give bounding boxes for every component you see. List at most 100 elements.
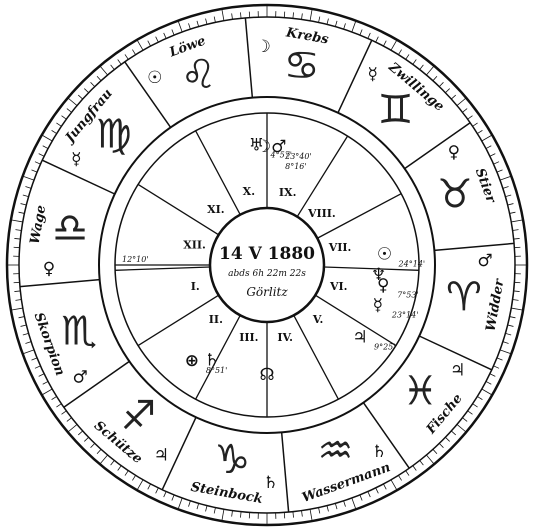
- degree-tick: [473, 123, 478, 126]
- sign-name: Widder: [484, 277, 508, 333]
- degree-tick: [327, 506, 328, 512]
- degree-tick: [156, 37, 159, 42]
- degree-tick: [68, 424, 77, 432]
- degree-tick: [232, 13, 233, 19]
- degree-tick: [68, 98, 77, 106]
- degree-tick: [125, 471, 128, 476]
- node-icon: ☊: [259, 365, 274, 385]
- sign-wassermann: Wassermann♒♄: [300, 428, 392, 506]
- degree-tick: [11, 220, 23, 222]
- degree-tick: [164, 33, 166, 38]
- degree-tick: [23, 350, 34, 354]
- house-number: X.: [243, 185, 255, 198]
- sign-picture-icon: ♐: [121, 393, 157, 439]
- degree-tick: [178, 21, 182, 32]
- degree-tick: [486, 146, 491, 149]
- degree-tick: [222, 509, 224, 521]
- ruler-glyph-icon: ☿: [71, 149, 81, 169]
- degree-tick: [100, 455, 108, 464]
- sign-divider: [245, 18, 252, 98]
- sign-picture-icon: ♑: [214, 437, 250, 483]
- ruler-glyph-icon: ♄: [263, 473, 278, 493]
- degree-tick: [56, 123, 61, 126]
- sign-picture-icon: ♏: [61, 308, 97, 354]
- degree-tick: [164, 492, 166, 497]
- degree-tick: [25, 342, 31, 344]
- sign-divider: [20, 280, 100, 287]
- degree-tick: [508, 204, 514, 205]
- degree-tick: [368, 33, 370, 38]
- degree-tick: [214, 17, 215, 23]
- degree-tick: [206, 19, 207, 25]
- degree-tick: [222, 9, 224, 21]
- degree-tick: [132, 475, 135, 480]
- planet-degree-note: 7°53': [397, 290, 418, 299]
- sign-zwillinge: Zwillinge♊☿: [367, 59, 446, 133]
- degree-tick: [52, 396, 57, 399]
- neptune-icon: ♆: [371, 265, 386, 285]
- degree-tick: [426, 66, 434, 75]
- house-number: III.: [239, 331, 258, 344]
- degree-tick: [462, 418, 467, 422]
- degree-tick: [43, 381, 48, 384]
- degree-tick: [368, 492, 370, 497]
- planet-neptune: ♆: [371, 265, 386, 285]
- sign-picture-icon: ♉: [437, 172, 473, 218]
- sign-name: Wage: [28, 204, 50, 245]
- degree-tick: [310, 9, 312, 21]
- degree-tick: [97, 76, 101, 80]
- degree-tick: [62, 116, 67, 120]
- house-cusp-line: [297, 136, 347, 217]
- degree-tick: [473, 404, 478, 407]
- house-cusp-line: [115, 267, 210, 270]
- sign-jungfrau: Jungfrau♍☿: [61, 86, 132, 169]
- degree-tick: [156, 488, 159, 493]
- degree-tick: [468, 411, 473, 415]
- degree-tick: [39, 154, 44, 157]
- sign-divider: [405, 123, 471, 169]
- degree-tick: [189, 23, 191, 29]
- degree-tick: [468, 116, 473, 120]
- sign-picture-icon: ♓: [402, 369, 438, 415]
- sign-steinbock: Steinbock♑♄: [190, 437, 279, 507]
- degree-tick: [462, 109, 467, 113]
- planet-node: ☊: [259, 365, 274, 385]
- degree-tick: [39, 374, 44, 377]
- degree-tick: [426, 455, 434, 464]
- degree-tick: [111, 65, 115, 70]
- degree-tick: [14, 238, 20, 239]
- degree-tick: [111, 460, 115, 465]
- degree-tick: [352, 498, 356, 509]
- uranus-icon: ♅: [249, 135, 264, 155]
- cusp-note: 12°10': [122, 255, 149, 264]
- sign-picture-icon: ♒: [317, 428, 353, 474]
- sign-divider: [282, 432, 289, 512]
- degree-tick: [19, 212, 25, 213]
- degree-tick: [240, 512, 241, 518]
- degree-tick: [137, 40, 143, 50]
- sign-krebs: Krebs♋☽: [256, 25, 331, 89]
- degree-tick: [21, 204, 27, 205]
- degree-tick: [100, 66, 108, 75]
- degree-tick: [510, 212, 516, 213]
- house-cusp-line: [294, 315, 339, 399]
- degree-tick: [327, 19, 328, 25]
- degree-tick: [31, 170, 37, 172]
- ruler-glyph-icon: ♂: [73, 367, 88, 387]
- house-number: V.: [312, 313, 323, 326]
- degree-tick: [293, 512, 294, 518]
- degree-tick: [497, 170, 503, 172]
- degree-tick: [148, 484, 151, 489]
- degree-tick: [172, 29, 174, 35]
- degree-tick: [15, 300, 21, 301]
- degree-tick: [482, 389, 492, 395]
- sign-picture-icon: ♊: [378, 87, 414, 133]
- degree-tick: [398, 50, 401, 55]
- degree-tick: [360, 495, 362, 501]
- degree-tick: [514, 238, 520, 239]
- degree-tick: [62, 411, 67, 415]
- degree-tick: [445, 89, 449, 93]
- degree-tick: [490, 154, 495, 157]
- degree-tick: [84, 437, 88, 441]
